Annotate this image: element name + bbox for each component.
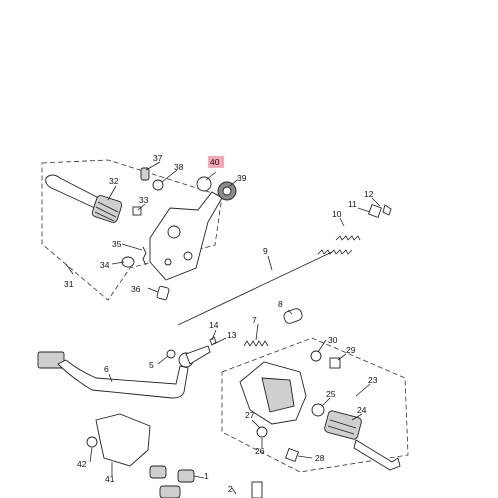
- label-6: 6: [104, 364, 109, 374]
- footrest-left: [45, 174, 123, 223]
- label-5: 5: [149, 360, 154, 370]
- label-8: 8: [278, 299, 283, 309]
- label-39: 39: [237, 173, 247, 183]
- label-33: 33: [139, 195, 149, 205]
- label-40[interactable]: 40: [210, 157, 220, 167]
- footrest-right: [256, 410, 401, 471]
- label-23: 23: [368, 375, 378, 385]
- leader-lines: [65, 161, 381, 495]
- hardware-left: [121, 167, 237, 301]
- label-2: 2: [228, 484, 233, 494]
- label-34: 34: [100, 260, 110, 270]
- label-29: 29: [346, 345, 356, 355]
- label-9: 9: [263, 246, 268, 256]
- bracket-right: [239, 350, 341, 425]
- label-24: 24: [357, 405, 367, 415]
- label-37: 37: [153, 153, 163, 163]
- label-14: 14: [209, 320, 219, 330]
- label-7: 7: [252, 315, 257, 325]
- brake-pedal: [37, 345, 211, 399]
- label-25: 25: [326, 389, 336, 399]
- label-32: 32: [109, 176, 119, 186]
- bracket-lower: [86, 413, 263, 498]
- label-42: 42: [77, 459, 87, 469]
- label-41: 41: [105, 474, 115, 484]
- label-1: 1: [204, 471, 209, 481]
- label-10: 10: [332, 209, 342, 219]
- label-26: 26: [255, 446, 265, 456]
- group-boundary-rear-right: [221, 337, 409, 473]
- part-labels: 37 38 40 39 32 33 35 34 31 36 9 10 11 12…: [64, 153, 378, 494]
- group-boundary-rear-left: [41, 159, 223, 301]
- bracket-left: [149, 191, 223, 281]
- label-28: 28: [315, 453, 325, 463]
- label-38: 38: [174, 162, 184, 172]
- label-11: 11: [348, 199, 357, 209]
- label-30: 30: [328, 335, 338, 345]
- label-36: 36: [131, 284, 141, 294]
- label-12: 12: [364, 189, 374, 199]
- label-27: 27: [245, 410, 255, 420]
- label-35: 35: [112, 239, 122, 249]
- highlight-part-40: [208, 156, 224, 168]
- shift-rod: [177, 204, 392, 326]
- springs-center: [166, 308, 303, 359]
- label-31: 31: [64, 279, 74, 289]
- label-13: 13: [227, 330, 237, 340]
